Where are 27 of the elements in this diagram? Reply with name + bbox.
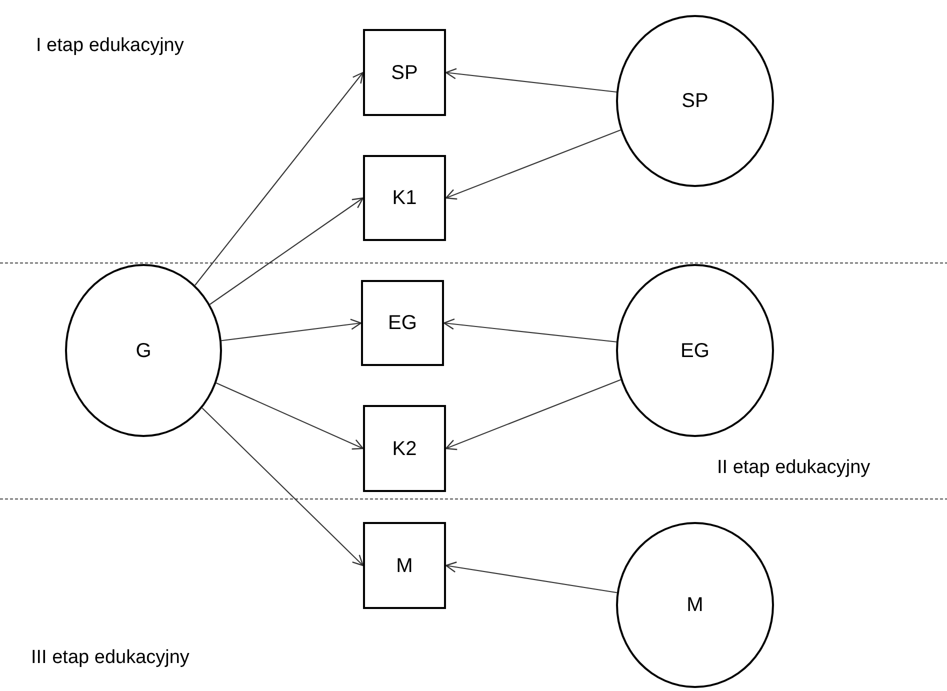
stage-label: II etap edukacyjny <box>717 458 870 477</box>
square-box <box>363 522 446 609</box>
arrow <box>216 382 364 450</box>
square-box <box>363 155 446 241</box>
square-box <box>363 405 446 492</box>
arrow <box>445 562 617 594</box>
node-label: M <box>686 595 704 615</box>
arrow <box>202 408 364 566</box>
arrow <box>445 129 621 200</box>
arrow <box>210 197 364 305</box>
stage-label: III etap edukacyjny <box>31 648 190 667</box>
node-label: EG <box>680 340 710 360</box>
arrow <box>221 318 362 342</box>
node-label: K1 <box>392 188 417 208</box>
node-label: G <box>136 340 152 360</box>
node-label: EG <box>388 313 417 333</box>
square-box <box>363 29 446 116</box>
arrow <box>443 318 616 342</box>
node-label: M <box>396 556 413 576</box>
arrow <box>445 68 616 93</box>
node-label: K2 <box>392 438 417 458</box>
arrow <box>194 72 364 286</box>
stage-label: I etap edukacyjny <box>36 36 184 55</box>
square-box <box>361 280 444 366</box>
node-label: SP <box>682 91 708 111</box>
node-label: SP <box>391 62 418 82</box>
arrow <box>445 379 621 450</box>
